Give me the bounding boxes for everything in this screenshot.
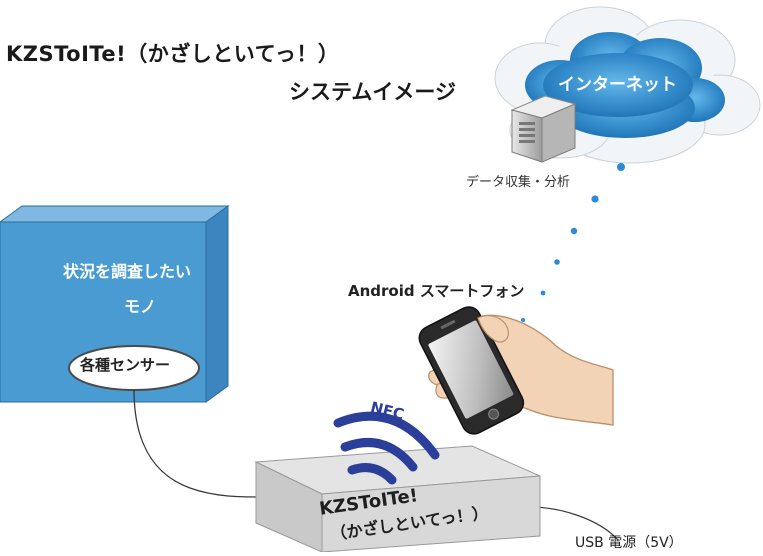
server-icon (510, 95, 577, 163)
target-object-label-line1: 状況を調査したい (63, 262, 192, 281)
sensor-label: 各種センサー (80, 356, 171, 374)
android-smartphone-icon (418, 306, 525, 435)
kzstoite-device (254, 445, 541, 553)
target-object-label-line2: モノ (124, 297, 157, 316)
hand-thumb (477, 315, 509, 343)
diagram-title: KZSToITe!（かざしといてっ！） (6, 42, 340, 66)
internet-cloud (494, 6, 761, 164)
diagram-subtitle: システムイメージ (289, 80, 456, 104)
server-caption: データ収集・分析 (466, 175, 571, 190)
wireless-connection-dots (521, 163, 625, 322)
internet-label: インターネット (558, 75, 677, 95)
smartphone-label: Android スマートフォン (348, 282, 525, 300)
usb-power-label: USB 電源（5V） (575, 535, 683, 551)
nfc-waves (333, 411, 440, 485)
sensor-cable (133, 389, 263, 498)
